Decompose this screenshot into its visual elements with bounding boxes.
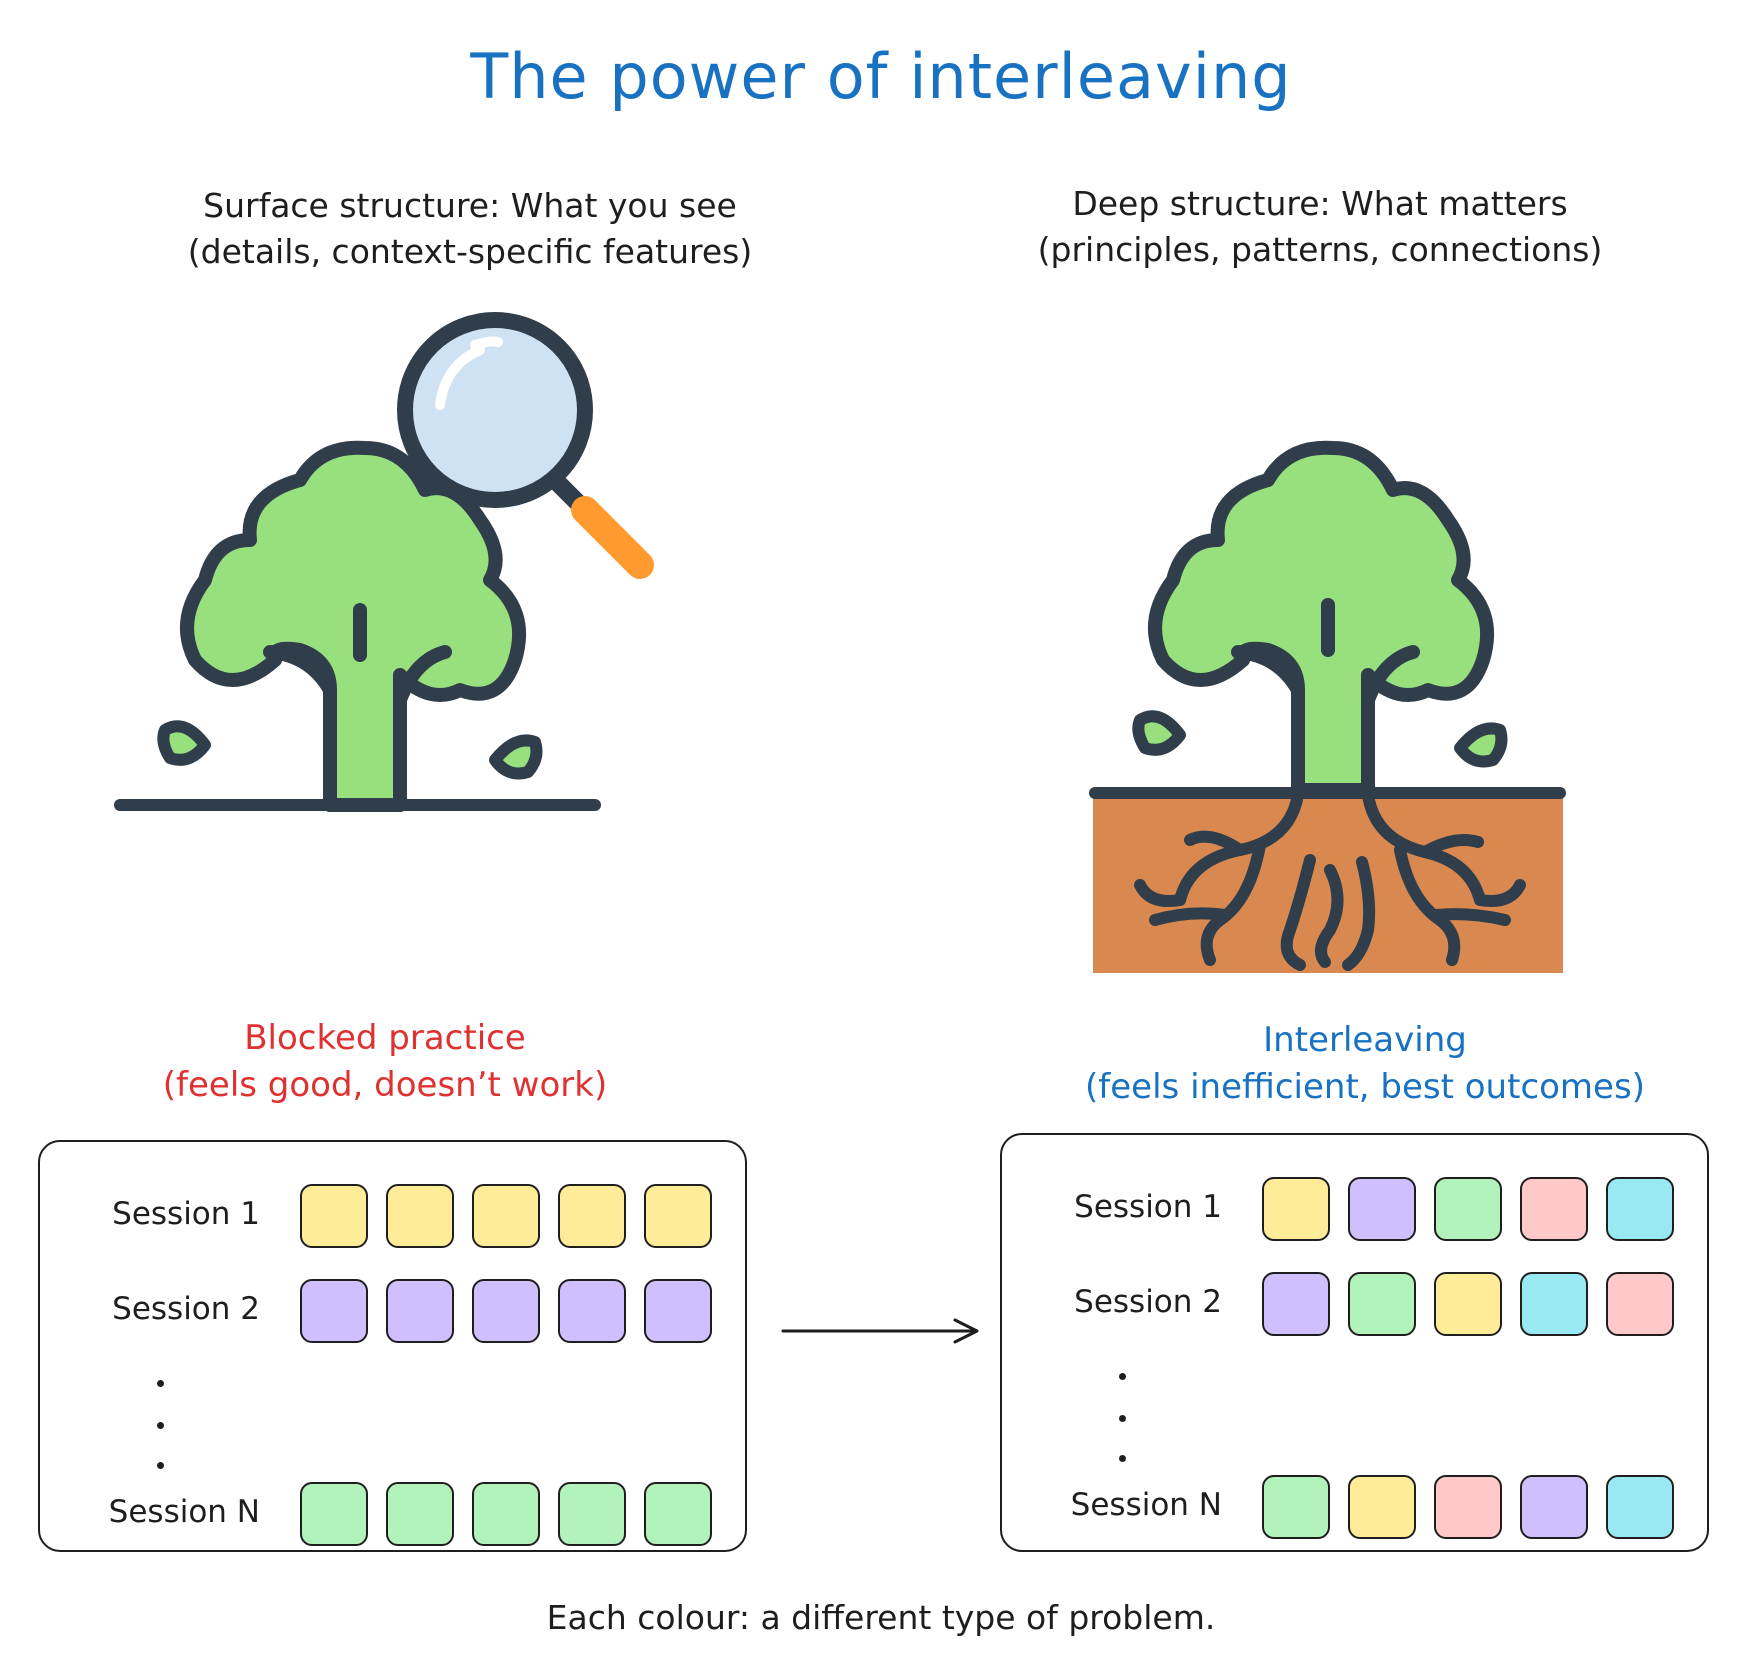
- problem-tile-green: [558, 1482, 626, 1546]
- problem-tile-pink: [1520, 1177, 1588, 1241]
- problem-tile-yellow: [472, 1184, 540, 1248]
- deep-caption-line1: Deep structure: What matters: [1072, 184, 1568, 223]
- problem-tile-cyan: [1606, 1177, 1674, 1241]
- ellipsis-dot: [1119, 1373, 1126, 1380]
- problem-tile-cyan: [1606, 1475, 1674, 1539]
- ellipsis-dot: [1119, 1455, 1126, 1462]
- problem-tile-green: [472, 1482, 540, 1546]
- problem-tile-yellow: [300, 1184, 368, 1248]
- problem-tile-green: [300, 1482, 368, 1546]
- surface-tree-icon: [114, 440, 601, 812]
- problem-tile-green: [644, 1482, 712, 1546]
- blocked-heading-title: Blocked practice: [244, 1018, 526, 1058]
- surface-caption-line2: (details, context-specific features): [187, 232, 753, 271]
- problem-tile-purple: [1262, 1272, 1330, 1336]
- problem-tile-yellow: [386, 1184, 454, 1248]
- ellipsis-dot: [1119, 1415, 1126, 1422]
- problem-tile-yellow: [558, 1184, 626, 1248]
- interleaving-panel: Session 1 Session 2 Session N: [1000, 1133, 1709, 1552]
- session-label: Session N: [108, 1494, 260, 1530]
- interleaving-heading-subtitle: (feels inefficient, best outcomes): [1085, 1067, 1645, 1107]
- problem-tile-green: [1262, 1475, 1330, 1539]
- session-label: Session 2: [112, 1291, 260, 1327]
- ellipsis-dot: [157, 1380, 164, 1387]
- blocked-practice-heading: Blocked practice (feels good, doesn’t wo…: [120, 1015, 650, 1109]
- page-title: The power of interleaving: [470, 40, 1292, 113]
- problem-tile-cyan: [1520, 1272, 1588, 1336]
- problem-tile-green: [1348, 1272, 1416, 1336]
- deep-structure-caption: Deep structure: What matters (principles…: [980, 181, 1660, 273]
- session-label: Session 1: [1074, 1189, 1222, 1225]
- surface-structure-caption: Surface structure: What you see (details…: [130, 183, 810, 275]
- problem-tile-pink: [1434, 1475, 1502, 1539]
- problem-tile-purple: [300, 1279, 368, 1343]
- problem-tile-yellow: [1262, 1177, 1330, 1241]
- transition-arrow: [781, 1318, 979, 1344]
- roots: [1134, 789, 1526, 971]
- problem-tile-yellow: [644, 1184, 712, 1248]
- session-label: Session 2: [1074, 1284, 1222, 1320]
- surface-caption-line1: Surface structure: What you see: [203, 186, 737, 225]
- interleaving-heading: Interleaving (feels inefficient, best ou…: [1045, 1017, 1685, 1111]
- problem-tile-green: [386, 1482, 454, 1546]
- problem-tile-purple: [386, 1279, 454, 1343]
- blocked-practice-panel: Session 1 Session 2 Session N: [38, 1140, 747, 1552]
- deep-tree-icon: [1089, 440, 1566, 973]
- magnifying-glass-icon: [397, 312, 654, 579]
- ellipsis-dot: [157, 1462, 164, 1469]
- session-label: Session 1: [112, 1196, 260, 1232]
- interleaving-heading-title: Interleaving: [1263, 1020, 1467, 1060]
- problem-tile-yellow: [1434, 1272, 1502, 1336]
- footer-note: Each colour: a different type of problem…: [546, 1598, 1216, 1637]
- problem-tile-yellow: [1348, 1475, 1416, 1539]
- problem-tile-purple: [1520, 1475, 1588, 1539]
- problem-tile-pink: [1606, 1272, 1674, 1336]
- problem-tile-purple: [644, 1279, 712, 1343]
- problem-tile-purple: [558, 1279, 626, 1343]
- blocked-heading-subtitle: (feels good, doesn’t work): [162, 1065, 608, 1105]
- ellipsis-dot: [157, 1422, 164, 1429]
- deep-caption-line2: (principles, patterns, connections): [1037, 230, 1603, 269]
- session-label: Session N: [1070, 1487, 1222, 1523]
- problem-tile-purple: [472, 1279, 540, 1343]
- problem-tile-purple: [1348, 1177, 1416, 1241]
- problem-tile-green: [1434, 1177, 1502, 1241]
